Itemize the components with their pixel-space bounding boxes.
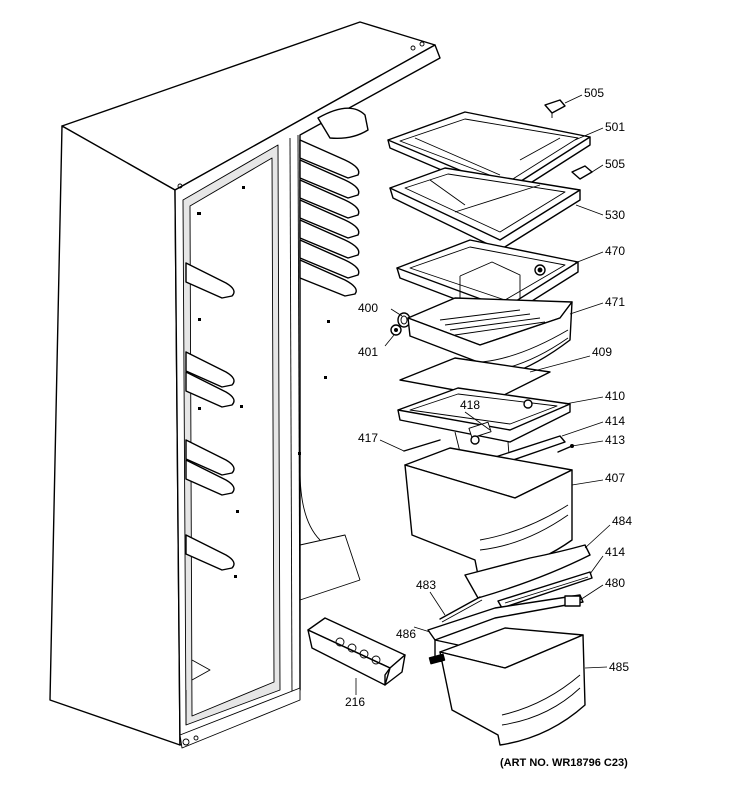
callout-401: 401 bbox=[358, 345, 378, 359]
callout-417: 417 bbox=[358, 431, 378, 445]
part-413-pin bbox=[557, 444, 574, 453]
part-471-drawer bbox=[407, 297, 573, 381]
callout-407: 407 bbox=[605, 471, 625, 485]
part-505-clip-top bbox=[544, 99, 566, 118]
refrigerator-cabinet bbox=[49, 21, 441, 749]
part-401-knob bbox=[390, 324, 402, 336]
callout-400: 400 bbox=[358, 301, 378, 315]
callout-505-top: 505 bbox=[584, 86, 604, 100]
callout-414-upper: 414 bbox=[605, 414, 625, 428]
part-505-clip-second bbox=[571, 165, 593, 180]
art-number: (ART NO. WR18796 C23) bbox=[500, 757, 628, 769]
part-483-rod bbox=[439, 596, 483, 623]
part-414-lower-strip bbox=[497, 571, 593, 609]
callout-414-lower: 414 bbox=[605, 545, 625, 559]
leader-lines bbox=[355, 94, 611, 695]
part-216-bin bbox=[307, 617, 406, 686]
callout-485: 485 bbox=[609, 660, 629, 674]
callout-470: 470 bbox=[605, 244, 625, 258]
part-410-frame bbox=[397, 387, 571, 469]
callout-409: 409 bbox=[592, 345, 612, 359]
callout-410: 410 bbox=[605, 389, 625, 403]
shelf-rails-stack bbox=[299, 107, 369, 297]
part-530-shelf bbox=[389, 167, 581, 251]
callout-530: 530 bbox=[605, 208, 625, 222]
callout-480: 480 bbox=[605, 576, 625, 590]
callout-labels: 505 501 505 530 470 400 471 401 409 410 … bbox=[345, 86, 632, 769]
callout-483: 483 bbox=[416, 578, 436, 592]
callout-413: 413 bbox=[605, 433, 625, 447]
callout-505-second: 505 bbox=[605, 157, 625, 171]
callout-501: 501 bbox=[605, 120, 625, 134]
part-485-drawer bbox=[428, 627, 586, 746]
callout-484: 484 bbox=[612, 514, 632, 528]
part-417-rod bbox=[403, 439, 441, 452]
part-484-cover bbox=[464, 544, 591, 599]
callout-486: 486 bbox=[396, 627, 416, 641]
callout-418: 418 bbox=[460, 398, 480, 412]
callout-471: 471 bbox=[605, 295, 625, 309]
callout-216: 216 bbox=[345, 695, 365, 709]
